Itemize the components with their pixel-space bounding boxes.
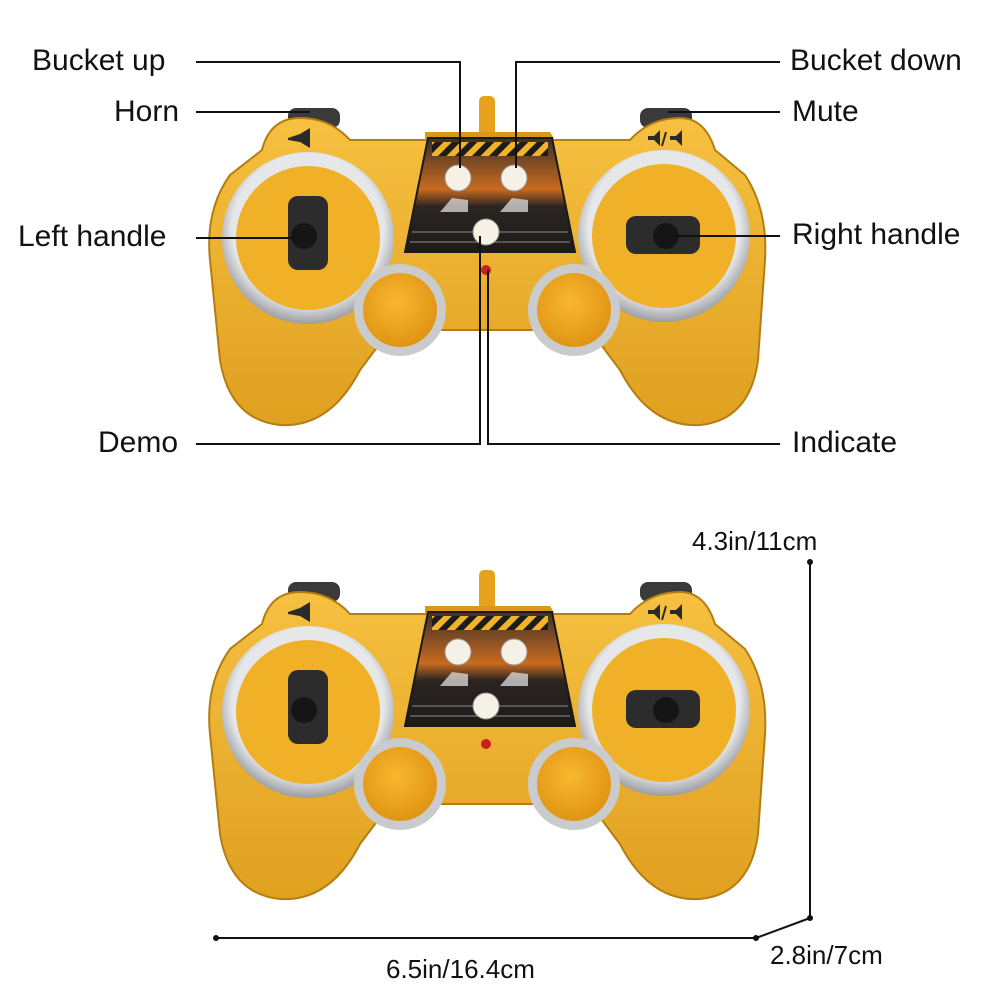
callout-indicate: Indicate	[792, 426, 898, 459]
callout-mute: Mute	[792, 95, 859, 128]
demo-leader	[196, 236, 481, 445]
bucket-up-leader	[196, 61, 461, 168]
callout-left-handle: Left handle	[18, 220, 167, 253]
controller-bottom-image	[208, 569, 767, 901]
callout-right-handle: Right handle	[792, 218, 961, 251]
callout-bucket-down: Bucket down	[790, 44, 962, 77]
depth-dimension-label: 2.8in/7cm	[770, 940, 883, 970]
callout-demo: Demo	[98, 426, 179, 459]
height-dimension-label: 4.3in/11cm	[692, 526, 818, 556]
callout-bucket-up: Bucket up	[32, 44, 166, 77]
callout-horn: Horn	[114, 95, 180, 128]
indicate-leader	[487, 270, 780, 445]
depth-dimension-line	[755, 917, 811, 939]
bucket-down-leader	[515, 61, 780, 168]
width-dimension-label: 6.5in/16.4cm	[386, 954, 535, 984]
